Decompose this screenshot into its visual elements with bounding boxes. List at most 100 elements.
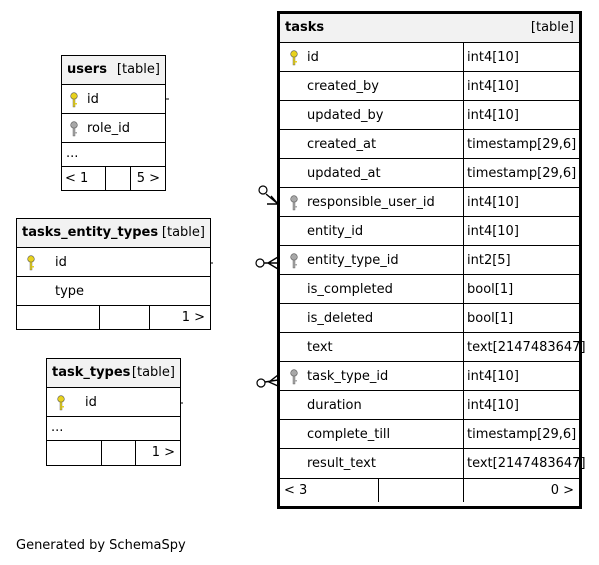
table-footer: 1 > (47, 441, 180, 465)
primary-key-icon (27, 255, 35, 271)
column-row[interactable]: entity_id int4[10] (280, 217, 579, 246)
column-row[interactable]: id (47, 388, 180, 417)
table-type-label: [table] (116, 62, 160, 77)
foreign-key-icon (70, 121, 78, 137)
footer-spacer (105, 167, 130, 191)
column-name: result_text (307, 456, 376, 471)
foreign-key-icon (290, 253, 298, 269)
table-header: tasks_entity_types [table] (17, 219, 210, 248)
column-type: int4[10] (463, 72, 579, 100)
more-columns-ellipsis: ... (51, 420, 64, 435)
table-type-label: [table] (530, 20, 574, 35)
table-task-types[interactable]: task_types [table] id ... 1 > (46, 358, 181, 466)
column-type: timestamp[29,6] (463, 420, 579, 448)
column-type: int4[10] (463, 362, 579, 390)
column-row[interactable]: entity_type_id int2[5] (280, 246, 579, 275)
children-count[interactable]: 0 > (463, 479, 579, 502)
children-count[interactable]: 5 > (130, 167, 165, 191)
column-name: complete_till (307, 427, 391, 442)
more-columns-ellipsis: ... (66, 146, 79, 161)
column-type: int2[5] (463, 246, 579, 274)
column-row[interactable]: responsible_user_id int4[10] (280, 188, 579, 217)
footer-spacer (99, 306, 149, 330)
column-name: id (87, 92, 99, 107)
column-name: created_by (307, 79, 379, 94)
table-header: users [table] (62, 56, 165, 85)
column-type: timestamp[29,6] (463, 130, 579, 158)
footer-spacer (101, 441, 135, 465)
column-name: role_id (87, 121, 130, 136)
column-row[interactable]: id (17, 248, 210, 277)
column-row[interactable]: created_by int4[10] (280, 72, 579, 101)
table-name: users (67, 62, 107, 77)
relationship-entity-types-tasks[interactable] (211, 256, 279, 270)
children-count[interactable]: 1 > (149, 306, 210, 330)
column-name: id (55, 255, 67, 270)
children-count[interactable]: 1 > (135, 441, 180, 465)
table-footer: < 3 0 > (280, 478, 579, 502)
table-users[interactable]: users [table] id role_id ... < 1 5 > (61, 55, 166, 191)
column-type: bool[1] (463, 304, 579, 332)
column-row[interactable]: task_type_id int4[10] (280, 362, 579, 391)
column-name: task_type_id (307, 369, 389, 384)
column-name: responsible_user_id (307, 195, 435, 210)
more-columns-row: ... (47, 417, 180, 441)
table-name: task_types (52, 365, 131, 380)
column-name: updated_at (307, 166, 381, 181)
column-type: bool[1] (463, 275, 579, 303)
parents-count[interactable]: < 1 (65, 171, 89, 186)
column-row[interactable]: duration int4[10] (280, 391, 579, 420)
column-row[interactable]: complete_till timestamp[29,6] (280, 420, 579, 449)
column-row[interactable]: is_completed bool[1] (280, 275, 579, 304)
table-tasks-entity-types[interactable]: tasks_entity_types [table] id type 1 > (16, 218, 211, 330)
column-row[interactable]: created_at timestamp[29,6] (280, 130, 579, 159)
table-name: tasks (285, 20, 325, 35)
table-name: tasks_entity_types (22, 225, 159, 240)
table-footer: 1 > (17, 306, 210, 330)
column-type: int4[10] (463, 217, 579, 245)
column-type: int4[10] (463, 188, 579, 216)
column-name: text (307, 340, 333, 355)
primary-key-icon (70, 92, 78, 108)
column-row[interactable]: text text[2147483647] (280, 333, 586, 362)
generated-by-credit: Generated by SchemaSpy (16, 538, 186, 553)
foreign-key-icon (290, 195, 298, 211)
column-name: updated_by (307, 108, 384, 123)
table-header: task_types [table] (47, 359, 180, 388)
table-header: tasks [table] (280, 14, 579, 43)
column-type: int4[10] (463, 391, 579, 419)
column-name: created_at (307, 137, 377, 152)
column-type: text[2147483647] (463, 333, 586, 361)
table-footer: < 1 5 > (62, 167, 165, 191)
column-name: entity_id (307, 224, 364, 239)
parents-count[interactable]: < 3 (284, 483, 308, 498)
column-name: type (55, 284, 85, 299)
relationship-users-tasks[interactable] (166, 98, 280, 205)
more-columns-row: ... (62, 143, 165, 167)
column-type: int4[10] (463, 43, 579, 71)
relationship-task-types-tasks[interactable] (181, 374, 279, 404)
column-row[interactable]: updated_at timestamp[29,6] (280, 159, 579, 188)
column-name: is_completed (307, 282, 393, 297)
foreign-key-icon (290, 369, 298, 385)
primary-key-icon (57, 395, 65, 411)
column-row[interactable]: role_id (62, 114, 165, 143)
footer-spacer (378, 479, 463, 502)
column-type: timestamp[29,6] (463, 159, 579, 187)
column-row[interactable]: result_text text[2147483647] (280, 449, 586, 478)
column-type: text[2147483647] (463, 449, 586, 478)
column-row[interactable]: type (17, 277, 210, 306)
column-name: entity_type_id (307, 253, 399, 268)
primary-key-icon (290, 50, 298, 66)
column-name: is_deleted (307, 311, 374, 326)
column-row[interactable]: id (62, 85, 165, 114)
table-type-label: [table] (131, 365, 175, 380)
table-tasks[interactable]: tasks [table] id int4[10] created_by int4[1… (277, 11, 586, 509)
column-name: id (307, 50, 319, 65)
column-name: duration (307, 398, 362, 413)
column-row[interactable]: id int4[10] (280, 43, 579, 72)
column-row[interactable]: is_deleted bool[1] (280, 304, 579, 333)
